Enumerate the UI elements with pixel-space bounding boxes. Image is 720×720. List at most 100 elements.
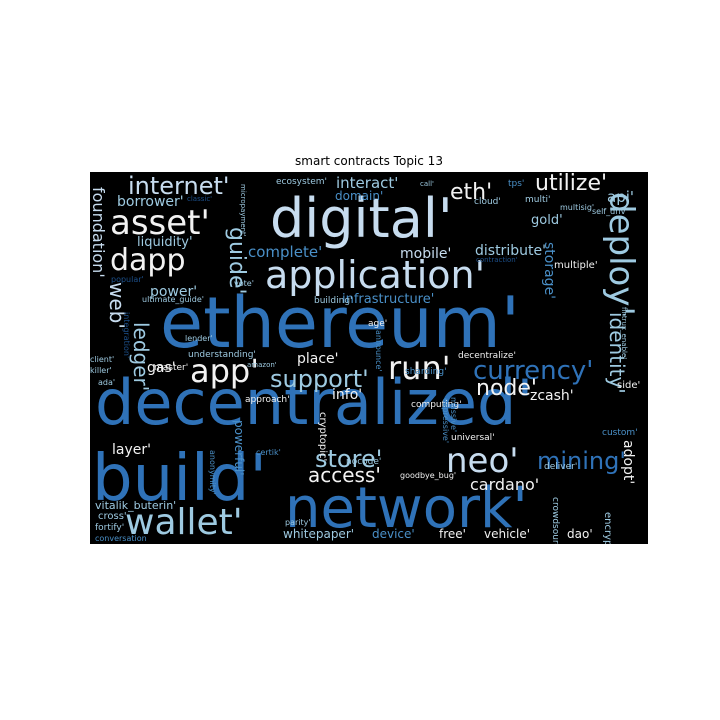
cloud-word: master' <box>154 363 188 373</box>
cloud-word: classic' <box>187 195 212 203</box>
cloud-word: building' <box>314 296 353 306</box>
cloud-word: dapp <box>110 243 186 278</box>
cloud-word: currency' <box>473 356 593 386</box>
cloud-word: anonymity' <box>208 450 217 495</box>
cloud-word: self_driv' <box>592 207 628 216</box>
cloud-word: free' <box>439 527 466 541</box>
cloud-word: call' <box>420 180 434 188</box>
cloud-word: announce' <box>374 330 383 372</box>
cloud-word: asset' <box>110 203 210 243</box>
cloud-word: internet' <box>128 172 229 200</box>
cloud-word: liquidity' <box>137 235 193 250</box>
cloud-word: tps' <box>508 179 524 189</box>
cloud-word: whitepaper' <box>283 527 354 541</box>
cloud-word: expressive' <box>441 398 450 443</box>
cloud-word: decentralize' <box>458 351 516 361</box>
cloud-word: storage' <box>541 242 557 299</box>
cloud-word: interact' <box>336 174 398 192</box>
cloud-word: contraction' <box>476 256 518 264</box>
cloud-word: cross' <box>98 511 127 522</box>
cloud-word: web' <box>105 282 129 329</box>
cloud-word: popular' <box>111 275 144 284</box>
cloud-word: ledger' <box>129 322 153 391</box>
cloud-word: deliver' <box>544 462 577 472</box>
cloud-word: layer' <box>112 442 151 458</box>
cloud-word: device' <box>372 527 415 541</box>
cloud-word: encryption' <box>602 512 613 544</box>
cloud-word: ethereum' <box>160 282 520 364</box>
cloud-word: gold' <box>531 213 563 228</box>
cloud-word: certik' <box>256 448 281 457</box>
cloud-word: api' <box>607 188 634 206</box>
cloud-word: conversation <box>95 534 147 543</box>
cloud-word: fortify' <box>95 523 124 533</box>
cloud-word: domain' <box>335 189 383 203</box>
cloud-word: deploy' <box>601 192 641 316</box>
cloud-word: support' <box>270 365 369 393</box>
cloud-word: approach' <box>245 395 290 405</box>
cloud-word: zcash' <box>530 388 574 404</box>
cloud-word: place' <box>297 351 339 367</box>
word-cloud: ethereum'decentralized'build' network' dig… <box>90 172 648 544</box>
cloud-word: client' <box>90 355 114 364</box>
cloud-word: ada' <box>98 378 115 387</box>
cloud-word: vehicle' <box>484 527 530 541</box>
cloud-word: run' <box>388 349 451 387</box>
cloud-word: powerful' <box>232 420 246 476</box>
cloud-word: lender' <box>185 334 213 343</box>
cloud-word: access' <box>308 463 381 487</box>
cloud-word: computing' <box>411 400 462 410</box>
cloud-word: universal' <box>451 433 495 443</box>
cloud-word: age' <box>368 319 387 329</box>
cloud-word: fintrux_enable' <box>620 307 628 359</box>
cloud-word: side' <box>617 380 640 391</box>
cloud-word: identity' <box>605 312 629 394</box>
cloud-word: decentralized' <box>95 366 533 439</box>
page-title: smart contracts Topic 13 <box>295 154 443 168</box>
cloud-word: app' <box>190 352 259 390</box>
cloud-word: vitalik_buterin' <box>95 499 176 512</box>
cloud-word: cryptopic' <box>317 412 328 461</box>
cloud-word: integration' <box>122 312 131 358</box>
cloud-word: multiple' <box>554 260 598 271</box>
cloud-word: network' <box>285 476 528 541</box>
cloud-word: store' <box>315 445 382 473</box>
cloud-word: crowdsourcing' <box>550 497 560 544</box>
cloud-word: cardano' <box>470 475 539 494</box>
cloud-word: infrastructure' <box>342 292 434 307</box>
words-layer: ethereum'decentralized'build' network' dig… <box>90 172 641 544</box>
cloud-word: application' <box>265 253 485 297</box>
cloud-word: micropayment' <box>239 184 247 237</box>
cloud-word: mobile' <box>400 246 451 262</box>
cloud-word: killer' <box>90 366 112 375</box>
cloud-word: goodbye_bug' <box>400 471 456 480</box>
cloud-word: gas' <box>147 360 176 376</box>
cloud-word: power' <box>150 284 197 300</box>
cloud-word: multi' <box>525 195 550 205</box>
cloud-word: foundation' <box>90 187 108 278</box>
cloud-word: dao' <box>567 527 593 541</box>
cloud-word: complete' <box>248 243 322 261</box>
cloud-background <box>90 172 648 544</box>
cloud-word: digital' <box>270 187 453 250</box>
cloud-word: amazon' <box>247 361 277 369</box>
cloud-word: massive' <box>449 397 458 432</box>
cloud-word: multisig' <box>560 203 594 212</box>
cloud-word: info' <box>332 387 362 403</box>
cloud-word: ecosystem' <box>276 177 327 187</box>
cloud-word: build' <box>92 442 267 516</box>
cloud-word: parity' <box>285 518 311 527</box>
cloud-word: guide' <box>224 227 249 295</box>
cloud-word: cloud' <box>474 197 501 207</box>
cloud-word: ultimate_guide' <box>142 295 204 304</box>
cloud-word: understanding' <box>188 350 256 360</box>
cloud-word: eth' <box>450 180 492 205</box>
cloud-word: vote' <box>234 279 254 288</box>
cloud-word: utilize' <box>535 172 607 196</box>
cloud-word: node' <box>476 376 537 401</box>
cloud-word: neo' <box>446 441 519 481</box>
cloud-word: wallet' <box>125 502 243 543</box>
cloud-word: nocode' <box>346 457 381 467</box>
cloud-word: distribute' <box>475 243 546 259</box>
cloud-word: adopt' <box>620 440 636 484</box>
